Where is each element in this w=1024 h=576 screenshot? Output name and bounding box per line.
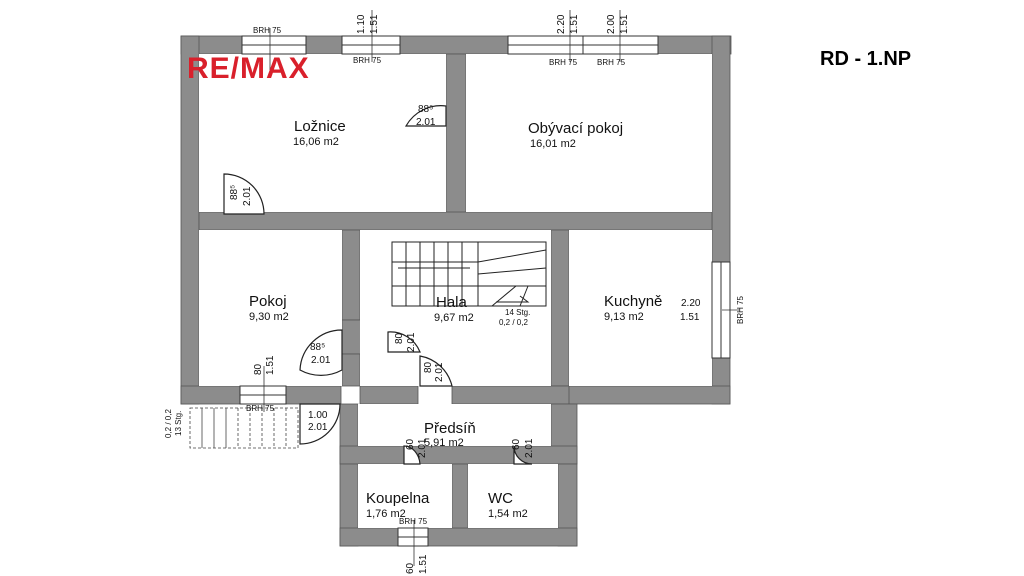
wall <box>445 53 467 215</box>
window-width: 80 <box>253 363 264 375</box>
room-area-wc: 1,54 m2 <box>488 508 528 520</box>
door-height: 2.01 <box>242 186 253 206</box>
door-height: 2.01 <box>311 355 331 366</box>
door-height: 2.01 <box>434 362 445 382</box>
door-height: 2.01 <box>308 422 328 433</box>
doors <box>223 105 533 465</box>
door-entry <box>299 403 341 445</box>
room-area-obyvaci: 16,01 m2 <box>530 138 576 150</box>
wall <box>198 211 713 231</box>
window-height: 1.51 <box>680 312 700 323</box>
room-interiors <box>199 54 712 528</box>
room-area-hala: 9,67 m2 <box>434 312 474 324</box>
window-width: 2.20 <box>681 298 701 309</box>
window-height: 1.51 <box>569 14 580 34</box>
brh-label: BRH 75 <box>253 26 282 35</box>
door-bedroom <box>404 105 447 127</box>
stairs-dimensions: 0,2 / 0,2 <box>499 318 528 327</box>
door-height: 2.01 <box>524 438 535 458</box>
door-width: 80 <box>394 332 405 344</box>
room-area-pokoj: 9,30 m2 <box>249 311 289 323</box>
room-name-pokoj: Pokoj <box>249 293 287 310</box>
wall <box>451 385 570 405</box>
door-room <box>223 173 265 215</box>
window-width: 2.20 <box>556 14 567 34</box>
room-name-hala: Hala <box>436 294 467 311</box>
door-width: 60 <box>511 438 522 450</box>
walls <box>180 35 732 547</box>
room-name-kuchyne: Kuchyně <box>604 293 663 310</box>
door-width: 1.00 <box>308 410 328 421</box>
window-width: 1.10 <box>356 14 367 34</box>
room-name-wc: WC <box>488 490 513 507</box>
wall <box>180 35 200 405</box>
door-wc <box>513 445 533 465</box>
window-height: 1.51 <box>265 355 276 375</box>
wall <box>341 353 361 387</box>
door-height: 2.01 <box>416 117 436 128</box>
brh-label: BRH 75 <box>549 58 578 67</box>
wall <box>339 527 578 547</box>
door-height: 2.01 <box>417 438 428 458</box>
window-height: 1.51 <box>369 14 380 34</box>
wall <box>451 463 469 529</box>
door-width: 88⁵ <box>418 104 434 115</box>
door-width: 60 <box>405 438 416 450</box>
room-area-predsin: 5,91 m2 <box>424 437 464 449</box>
wall <box>550 385 731 405</box>
stairs-outside <box>189 407 299 449</box>
window-width: 2.00 <box>606 14 617 34</box>
door-hala <box>387 331 421 353</box>
room-area-loznice: 16,06 m2 <box>293 136 339 148</box>
room-name-koupelna: Koupelna <box>366 490 430 507</box>
brh-label: BRH 75 <box>736 295 745 324</box>
door-height: 2.01 <box>406 332 417 352</box>
wall <box>359 385 419 405</box>
window-width: 60 <box>405 562 416 574</box>
brh-label: BRH 75 <box>597 58 626 67</box>
brh-label: BRH 75 <box>399 517 428 526</box>
brh-label: BRH 75 <box>353 56 382 65</box>
room-name-obyvaci: Obývací pokoj <box>528 120 624 137</box>
stairs-outside-steps: 13 Stg. <box>174 410 183 436</box>
room-area-koupelna: 1,76 m2 <box>366 508 406 520</box>
page-title: RD - 1.NP <box>820 48 912 70</box>
window-ticks <box>263 10 740 566</box>
stairs-outside-dimensions: 0,2 / 0,2 <box>164 409 173 438</box>
room-name-predsin: Předsíň <box>424 420 476 437</box>
wall <box>341 229 361 321</box>
window-height: 1.51 <box>418 554 429 574</box>
door-hall-room <box>299 329 343 376</box>
room-name-loznice: Ložnice <box>294 118 346 135</box>
door-predsin <box>419 355 453 387</box>
stairs-steps: 14 Stg. <box>505 308 531 317</box>
remax-logo: RE/MAX <box>187 52 310 85</box>
door-bath <box>403 445 421 465</box>
brh-label: BRH 75 <box>246 404 275 413</box>
door-width: 80 <box>423 361 434 373</box>
door-width: 88⁵ <box>310 342 326 353</box>
room-area-kuchyne: 9,13 m2 <box>604 311 644 323</box>
door-width: 88⁵ <box>229 184 240 200</box>
window-height: 1.51 <box>619 14 630 34</box>
wall <box>550 229 570 403</box>
stairs-main <box>391 241 547 307</box>
windows <box>239 35 731 547</box>
